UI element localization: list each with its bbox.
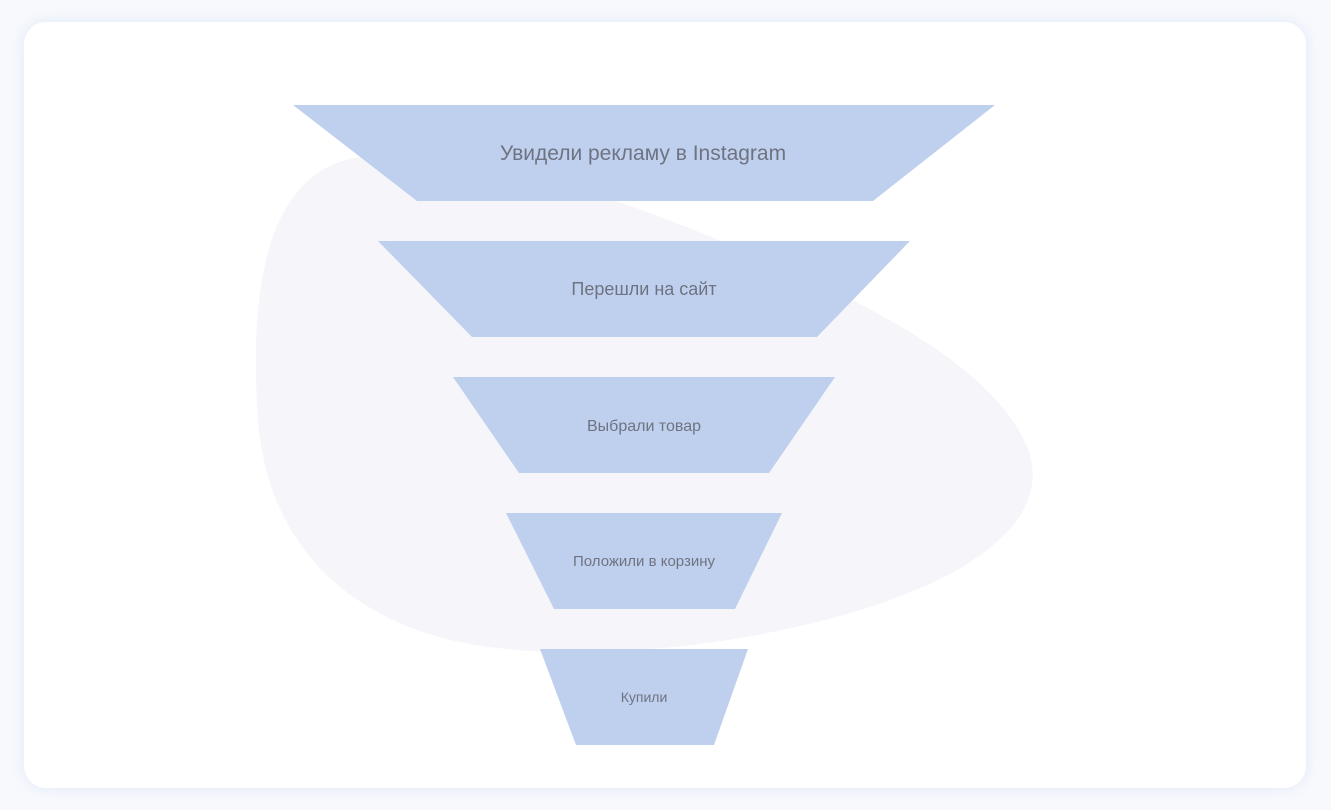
funnel-stage-2-shape xyxy=(378,241,910,337)
funnel-stage-5: Купили xyxy=(540,649,748,745)
funnel-stage-5-shape xyxy=(540,649,748,745)
funnel-stage-4: Положили в корзину xyxy=(506,513,782,609)
funnel-stage-5-label: Купили xyxy=(621,689,668,705)
funnel-stage-2-label: Перешли на сайт xyxy=(571,279,716,299)
funnel-stage-2: Перешли на сайт xyxy=(378,241,910,337)
funnel-stage-3: Выбрали товар xyxy=(453,377,835,473)
funnel-stage-1-label: Увидели рекламу в Instagram xyxy=(500,142,786,165)
funnel-stage-3-shape xyxy=(453,377,835,473)
funnel-stage-4-label: Положили в корзину xyxy=(573,553,716,570)
funnel-stage-4-shape xyxy=(506,513,782,609)
funnel-stage-1-shape xyxy=(293,105,995,201)
funnel-stage-3-label: Выбрали товар xyxy=(587,418,701,435)
funnel-stage-1: Увидели рекламу в Instagram xyxy=(293,105,995,201)
